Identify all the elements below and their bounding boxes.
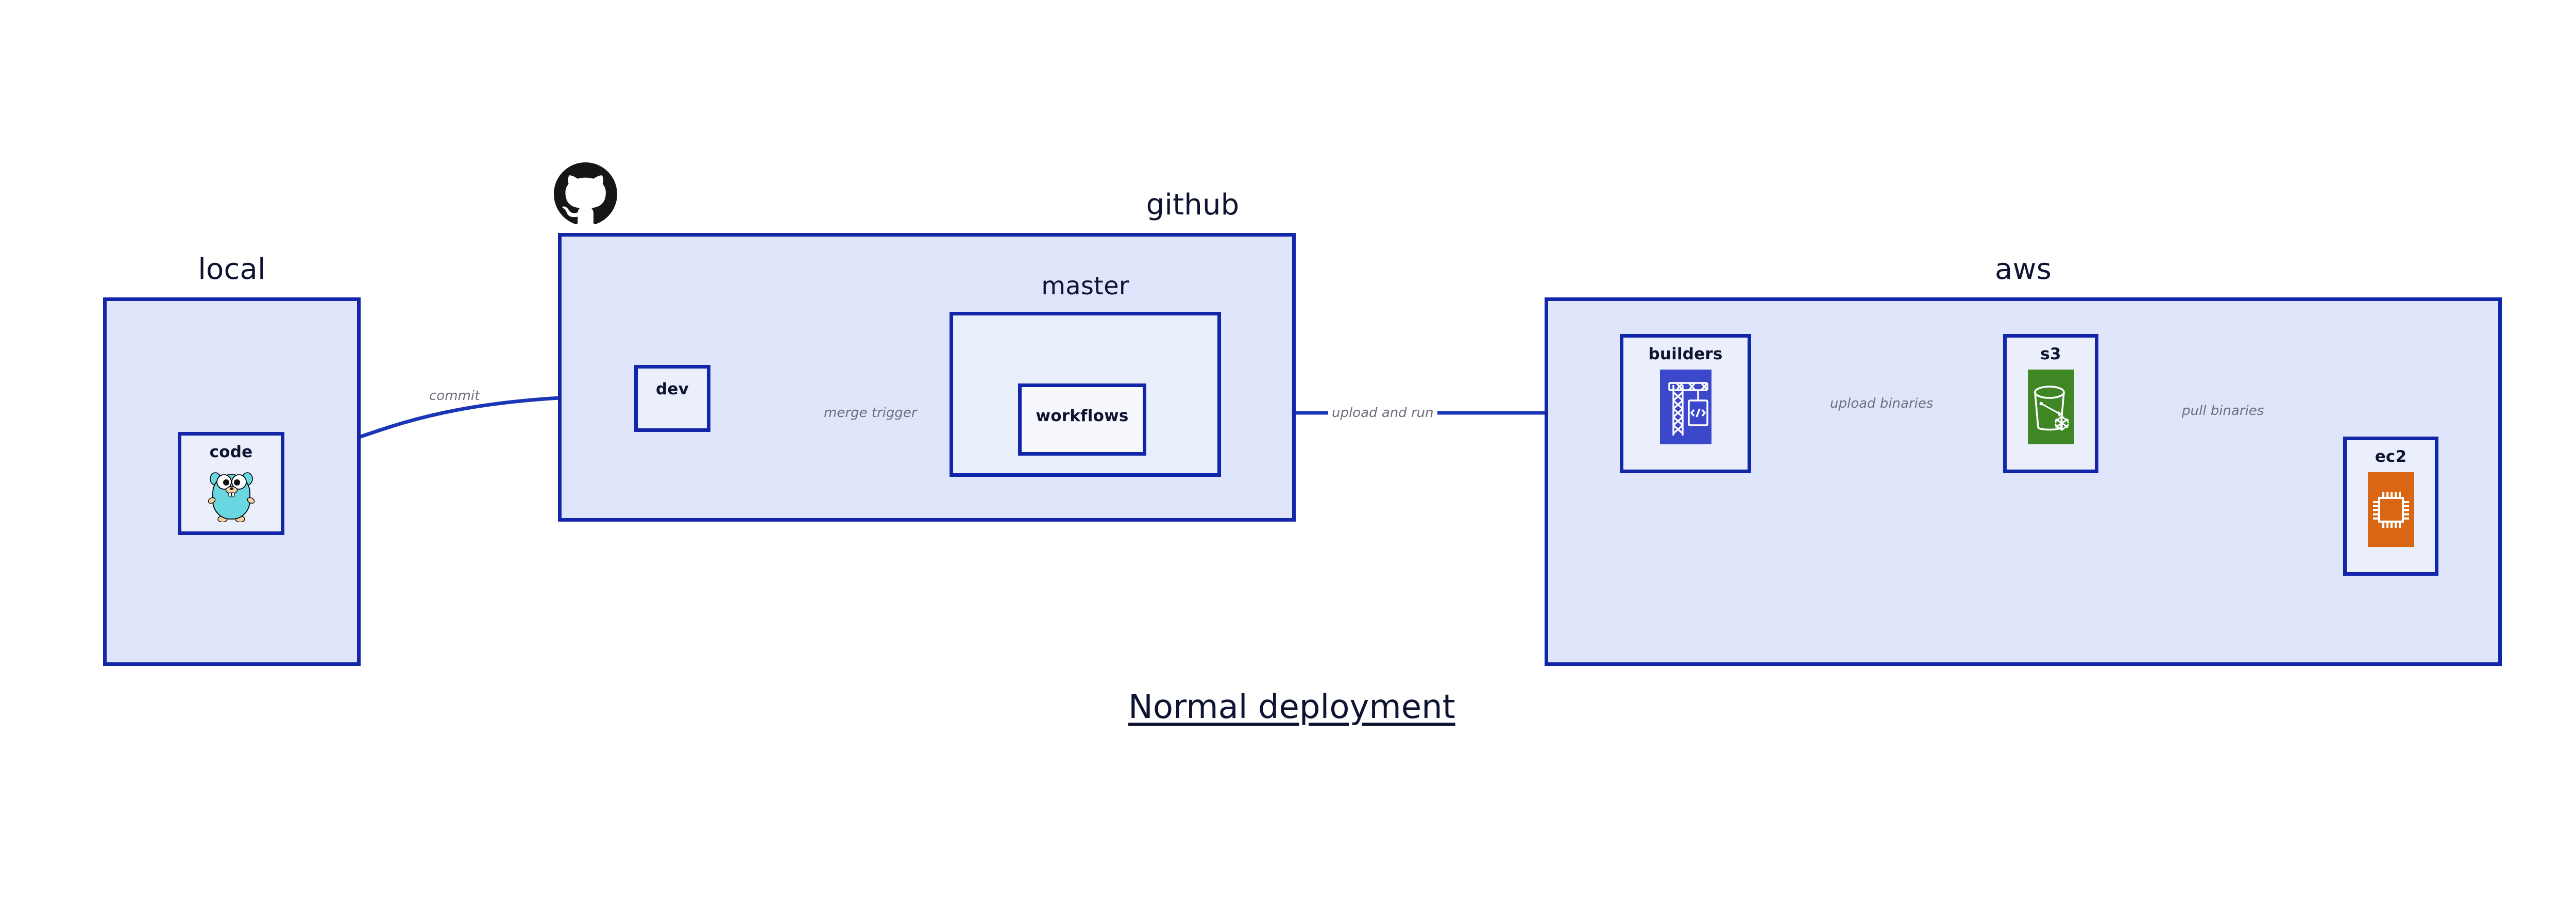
go-gopher-icon bbox=[207, 465, 256, 524]
edge-label-pull-binaries: pull binaries bbox=[2178, 404, 2268, 417]
node-builders[interactable]: builders bbox=[1620, 334, 1751, 473]
node-dev[interactable]: dev bbox=[634, 365, 710, 432]
node-dev-label: dev bbox=[655, 380, 689, 398]
node-s3-label: s3 bbox=[2040, 345, 2061, 363]
aws-crane-icon bbox=[1659, 370, 1711, 446]
github-octocat-icon bbox=[554, 162, 617, 228]
group-github-label: github bbox=[1146, 188, 1240, 222]
edge-label-commit: commit bbox=[426, 389, 484, 403]
edge-label-upload-and-run: upload and run bbox=[1328, 406, 1437, 420]
node-workflows-label: workflows bbox=[1036, 407, 1129, 425]
node-workflows[interactable]: workflows bbox=[1018, 383, 1146, 456]
subgroup-master-label: master bbox=[1041, 272, 1129, 300]
node-builders-label: builders bbox=[1648, 345, 1723, 363]
group-aws-label: aws bbox=[1995, 253, 2052, 286]
diagram-title: Normal deployment bbox=[1128, 688, 1455, 726]
edge-label-upload-binaries: upload binaries bbox=[1826, 397, 1937, 410]
node-s3[interactable]: s3 bbox=[2003, 334, 2098, 473]
group-local[interactable] bbox=[103, 297, 361, 666]
node-code-label: code bbox=[209, 443, 253, 461]
node-ec2-label: ec2 bbox=[2375, 447, 2407, 466]
edge-label-merge-trigger: merge trigger bbox=[820, 406, 921, 420]
group-local-label: local bbox=[198, 253, 266, 286]
node-code[interactable]: code bbox=[178, 432, 284, 535]
aws-s3-bucket-icon bbox=[2027, 370, 2074, 446]
node-ec2[interactable]: ec2 bbox=[2343, 437, 2438, 576]
aws-ec2-chip-icon bbox=[2367, 472, 2414, 549]
